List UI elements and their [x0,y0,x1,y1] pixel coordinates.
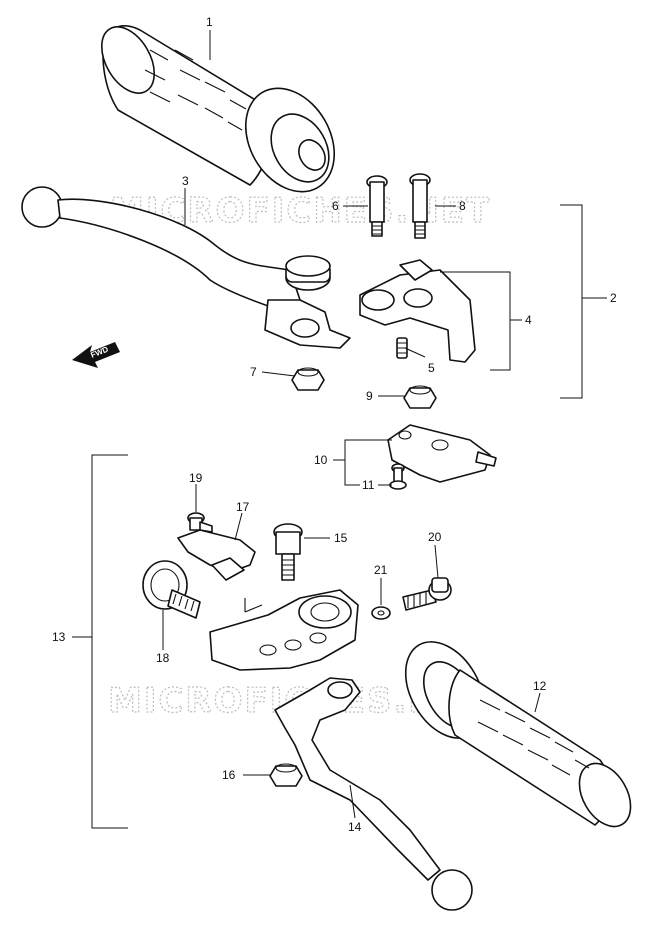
label-20: 20 [428,530,442,544]
label-21: 21 [374,563,388,577]
label-12: 12 [533,679,547,693]
label-17: 17 [236,500,250,514]
washer-21[interactable] [371,606,391,620]
label-9: 9 [366,389,373,403]
label-6: 6 [332,199,339,213]
screw-11[interactable] [389,463,407,490]
bolt-15[interactable] [273,523,303,581]
nut-7[interactable] [291,367,325,391]
label-11: 11 [362,478,375,492]
label-4: 4 [525,313,532,327]
lever-bracket-lower[interactable] [209,589,359,671]
label-1: 1 [206,15,213,29]
grip-left[interactable] [91,18,352,208]
label-8: 8 [459,199,466,213]
label-19: 19 [189,471,203,485]
lever-upper[interactable] [21,186,351,349]
screw-5[interactable] [396,337,408,359]
switch-10[interactable] [387,424,497,483]
part-labels: 1 3 6 8 2 4 5 7 9 10 11 19 17 15 20 21 1… [52,15,617,834]
bracket-17[interactable] [177,529,256,581]
label-13: 13 [52,630,66,644]
grip-right[interactable] [390,628,641,835]
label-5: 5 [428,361,435,375]
bolt-8[interactable] [409,173,431,239]
lever-holder[interactable] [359,259,476,363]
leader-lines [72,30,607,829]
label-14: 14 [348,820,362,834]
bolt-20[interactable] [402,577,452,611]
fwd-arrow: FWD [72,342,120,368]
lever-lower[interactable] [274,677,473,911]
nut-9[interactable] [403,385,437,409]
label-18: 18 [156,651,170,665]
bolt-6[interactable] [366,175,388,237]
label-16: 16 [222,768,236,782]
label-10: 10 [314,453,328,467]
label-7: 7 [250,365,257,379]
label-15: 15 [334,531,348,545]
screw-19[interactable] [187,512,213,533]
nut-16[interactable] [269,763,303,787]
adjuster-18[interactable] [142,560,201,619]
label-2: 2 [610,291,617,305]
label-3: 3 [182,174,189,188]
